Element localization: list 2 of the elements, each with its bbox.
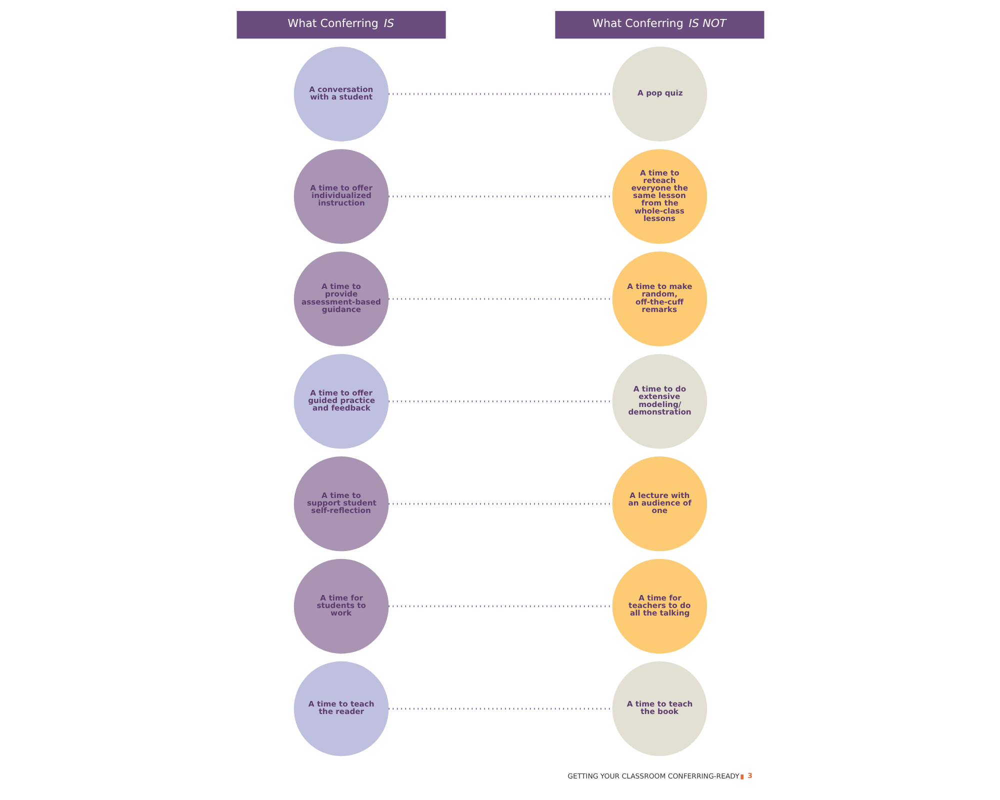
- node-box: What Conferring IS: [236, 10, 446, 39]
- node-box: What Conferring IS NOT: [554, 10, 764, 39]
